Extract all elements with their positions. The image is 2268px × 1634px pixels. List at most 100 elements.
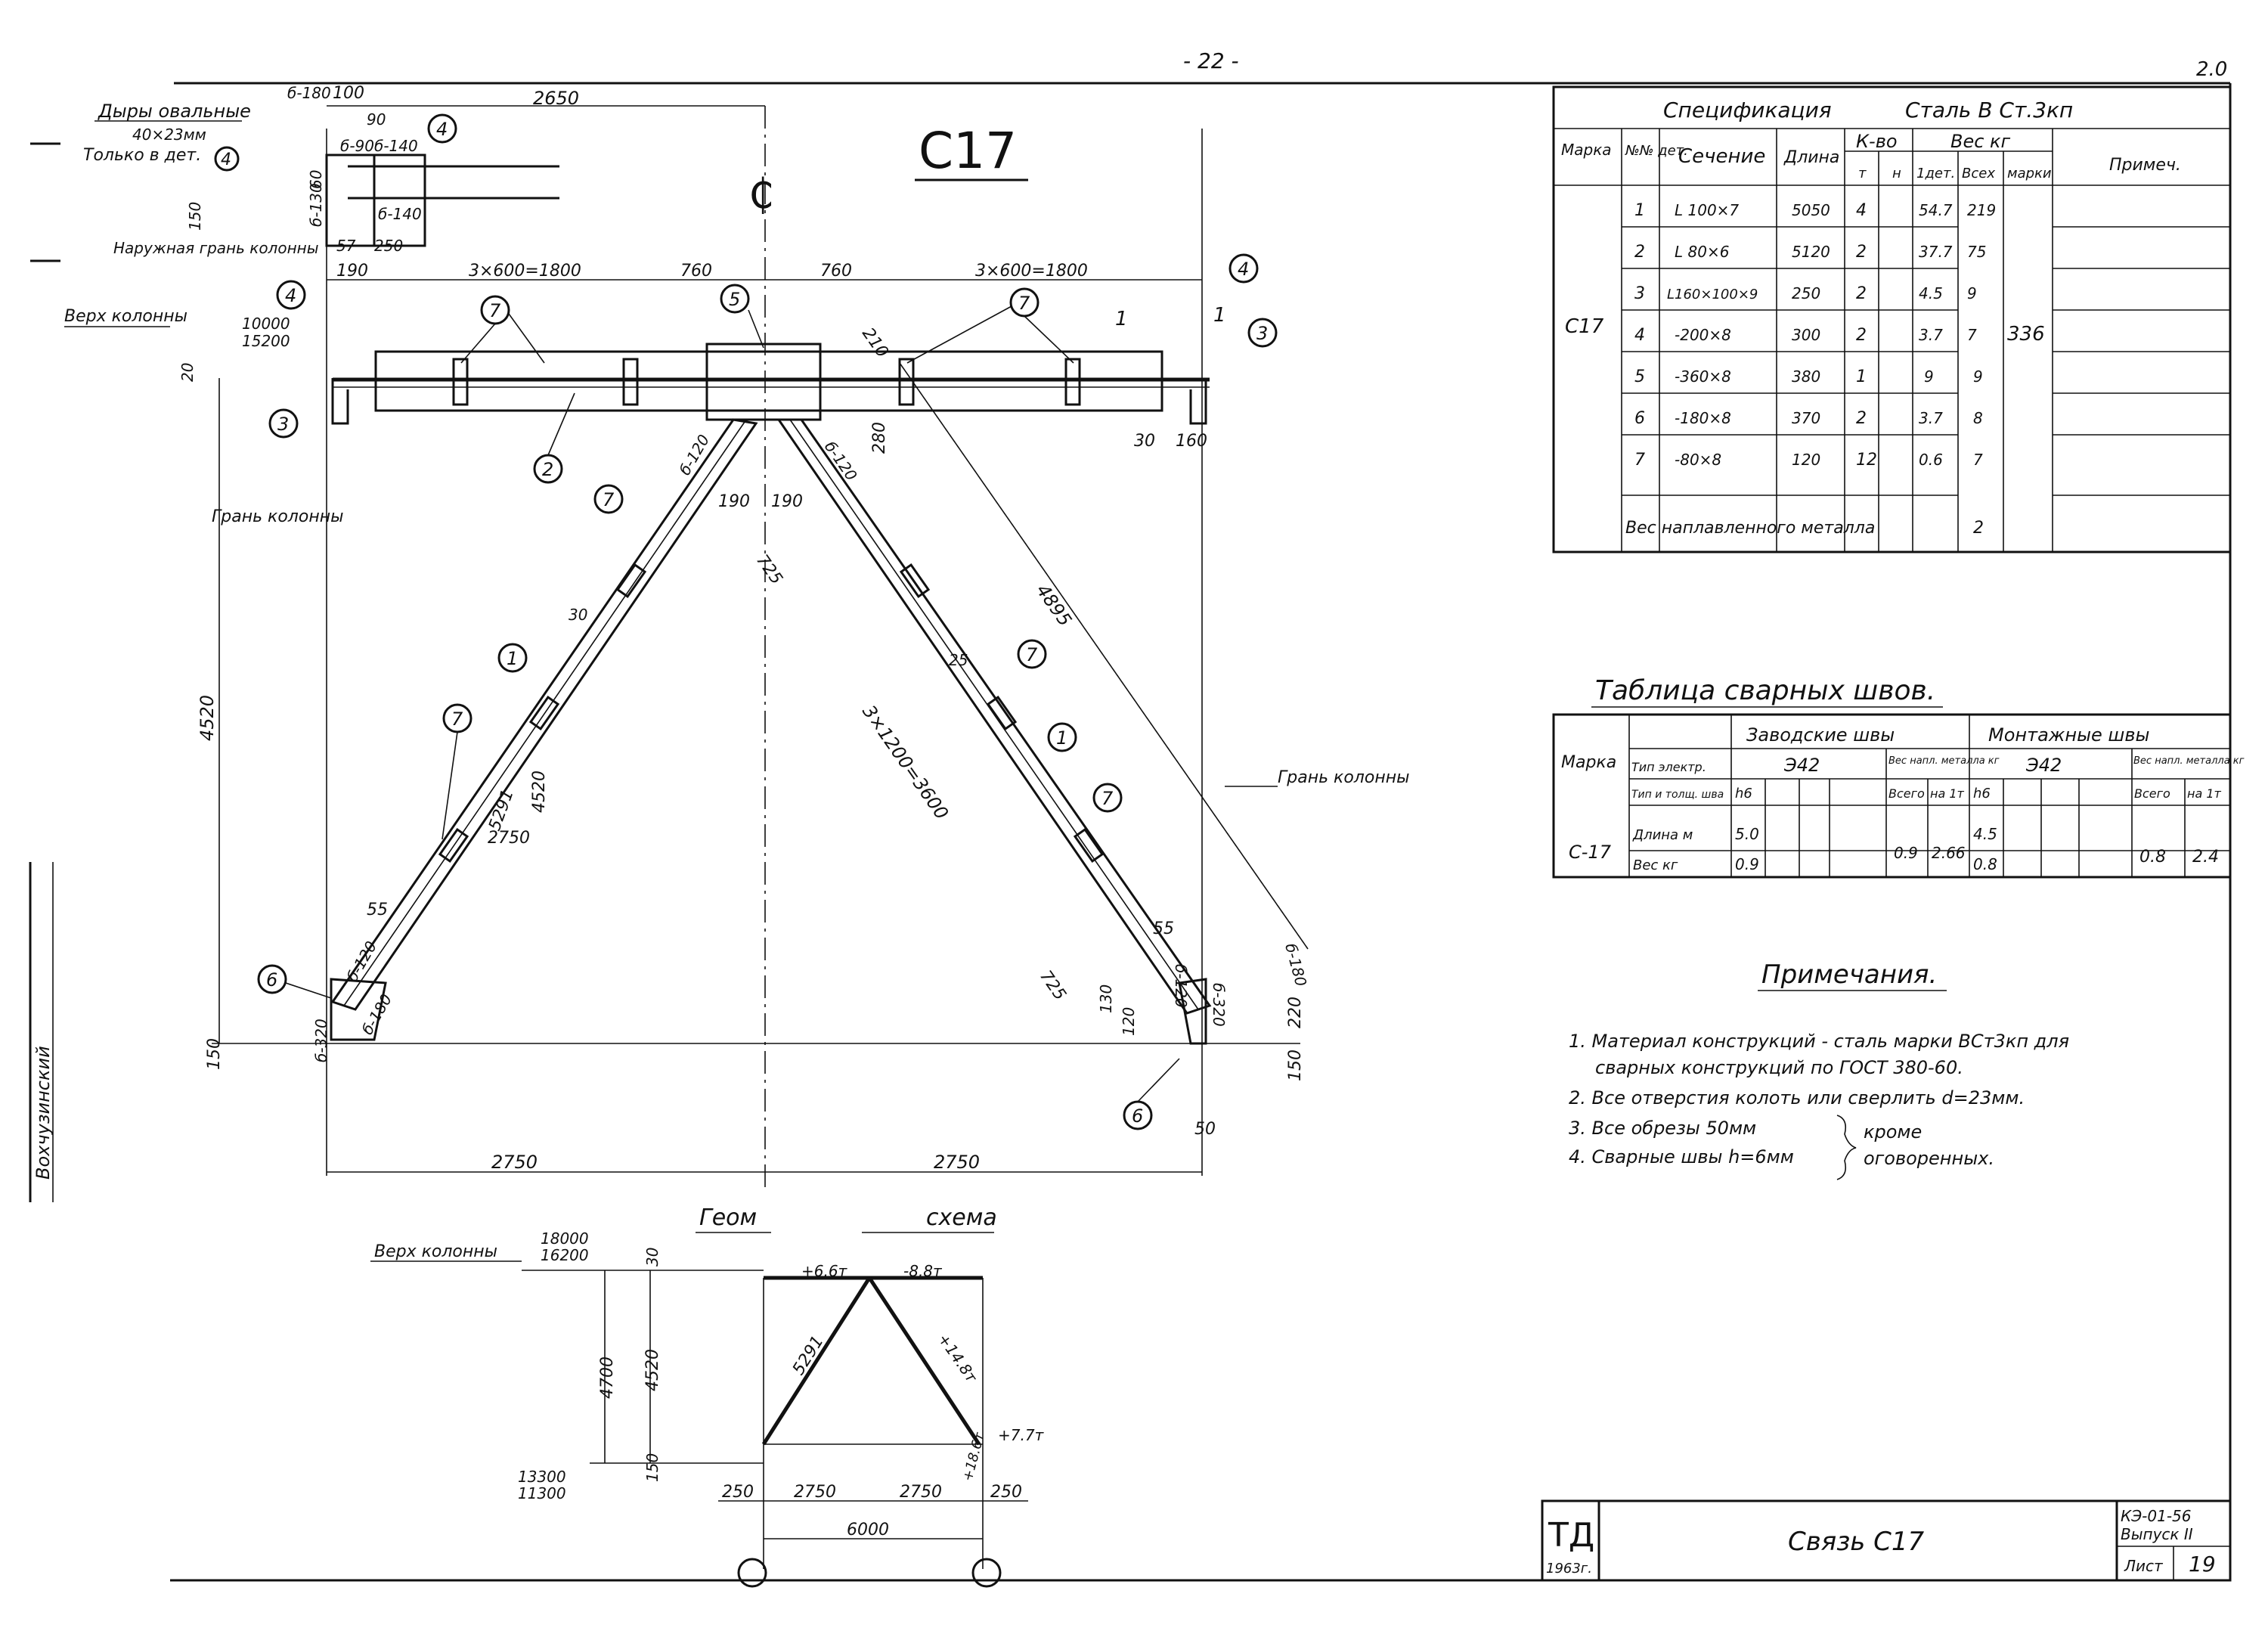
- margin-note: Вохчузинский: [33, 1046, 54, 1180]
- spec-h-no: №№ дет.: [1625, 143, 1688, 159]
- dim-20: 20: [178, 363, 197, 382]
- plate-120a: б-120: [676, 432, 714, 479]
- dim-150: 150: [205, 1038, 224, 1070]
- welds-e42b: Э42: [2025, 755, 2062, 776]
- label-outer-face: Наружная грань колонны: [113, 239, 319, 257]
- dim-2650: 2650: [533, 88, 579, 109]
- scheme-w250a: 250: [722, 1483, 754, 1502]
- scheme-f4: +7.7т: [998, 1426, 1045, 1444]
- svg-text:3.7: 3.7: [1919, 409, 1943, 427]
- scheme-w2750a: 2750: [794, 1483, 836, 1502]
- note-1a: 1. Материал конструкций - сталь марки ВС…: [1569, 1031, 2069, 1052]
- welds-f-total: 0.9: [1894, 844, 1918, 862]
- svg-text:2: 2: [1856, 243, 1867, 262]
- dim-55b: 55: [1153, 919, 1174, 938]
- note-4: 4. Сварные швы h=6мм: [1569, 1146, 1794, 1167]
- svg-text:3: 3: [277, 414, 289, 435]
- center-mark: ₵: [748, 170, 774, 218]
- dim-4520b: 4520: [530, 770, 549, 813]
- dim-3x600: 3×600=1800: [469, 262, 581, 281]
- callout-4-detail: 4: [214, 146, 240, 172]
- svg-text:7: 7: [1026, 644, 1038, 665]
- svg-text:-180×8: -180×8: [1675, 409, 1731, 427]
- note-2: 2. Все отверстия колоть или сверлить d=2…: [1569, 1087, 2025, 1108]
- dim-130: 130: [1097, 984, 1115, 1013]
- svg-text:4: 4: [285, 285, 296, 306]
- spec-row: 1 L 100×7 5050 4 54.7 219: [1634, 201, 1996, 220]
- brace-left: [330, 418, 758, 1011]
- stamp-org: ТД: [1548, 1516, 1594, 1555]
- svg-text:7: 7: [489, 300, 501, 321]
- svg-text:3: 3: [1256, 323, 1268, 344]
- dim-725b: 725: [1036, 967, 1070, 1004]
- scheme-f5: +18.6т: [960, 1431, 988, 1483]
- spec-table: [1552, 85, 2232, 553]
- title-block: [1541, 1499, 2232, 1582]
- welds-h-thickness: Тип и толщ. шва: [1631, 789, 1724, 801]
- svg-text:-200×8: -200×8: [1675, 326, 1731, 344]
- dim-4895: 4895: [1032, 580, 1076, 630]
- dim-2750b: 2750: [934, 1152, 980, 1173]
- dim-760a: 760: [680, 262, 712, 281]
- spec-h-length: Длина: [1783, 148, 1839, 167]
- spec-mark-total: 336: [2007, 323, 2045, 346]
- plate-140: б-140: [374, 137, 418, 155]
- svg-text:1: 1: [1056, 727, 1067, 749]
- svg-text:6: 6: [1634, 409, 1645, 428]
- callout-6-left: 6: [257, 964, 287, 994]
- note-1b: сварных конструкций по ГОСТ 380-60.: [1595, 1057, 1963, 1078]
- dim-30: 30: [1134, 432, 1155, 451]
- note-brace-1: кроме: [1864, 1121, 1922, 1143]
- dim-2750c: 2750: [488, 829, 530, 848]
- callout-3-right: 3: [1247, 318, 1278, 348]
- welds-s-wt: 0.8: [1973, 855, 1997, 873]
- spec-h-section: Сечение: [1678, 145, 1765, 168]
- plate-320b: б-320: [1210, 983, 1228, 1027]
- welds-h-total-a: Всего: [1888, 786, 1925, 801]
- svg-text:1: 1: [507, 648, 518, 669]
- stamp-sheet-no: 19: [2189, 1552, 2216, 1577]
- spec-h-wmark: марки: [2007, 166, 2052, 181]
- svg-text:5120: 5120: [1792, 243, 1830, 261]
- dim-150c: 150: [186, 202, 204, 231]
- welds-e42a: Э42: [1783, 755, 1820, 776]
- stamp-sheet-label: Лист: [2124, 1557, 2164, 1575]
- dim-55a: 55: [367, 901, 388, 919]
- scheme-w2750b: 2750: [900, 1483, 942, 1502]
- spacer-plate: [438, 827, 469, 864]
- svg-text:2: 2: [1856, 326, 1867, 345]
- end-angle-right: [1189, 378, 1207, 425]
- spacer-plate: [986, 695, 1018, 731]
- plate-320a: б-320: [312, 1019, 330, 1062]
- spec-row: 5 -360×8 380 1 9 9: [1634, 367, 1983, 386]
- spacer-plate: [1064, 358, 1081, 406]
- dim-25: 25: [949, 651, 968, 669]
- notes-brace: [1836, 1115, 1857, 1180]
- support-left-icon: [737, 1558, 767, 1588]
- dim-725a: 725: [752, 551, 786, 588]
- leader: [508, 313, 545, 364]
- scheme-title-2: схема: [926, 1205, 997, 1231]
- welds-h-site: Монтажные швы: [1988, 724, 2149, 746]
- weld-table: [1552, 713, 2232, 879]
- spec-row: 4 -200×8 300 2 3.7 7: [1634, 326, 1977, 345]
- welds-h-electrode: Тип электр.: [1631, 760, 1706, 774]
- svg-text:5050: 5050: [1792, 201, 1830, 219]
- callout-1-left: 1: [497, 643, 528, 673]
- welds-h-pert-a: на 1т: [1930, 786, 1965, 801]
- dim-160: 160: [1176, 432, 1207, 451]
- callout-7-top-right: 7: [1009, 287, 1040, 318]
- spec-row: 7 -80×8 120 12 0.6 7: [1634, 451, 1983, 470]
- svg-text:L160×100×9: L160×100×9: [1667, 287, 1758, 302]
- corner-mark: 2.0: [2196, 58, 2227, 81]
- leader: [460, 323, 496, 364]
- svg-text:7: 7: [451, 708, 463, 730]
- support-right-icon: [971, 1558, 1002, 1588]
- welds-h-total-b: Всего: [2134, 786, 2170, 801]
- detail-4-outline: [325, 153, 426, 247]
- spec-h-qty: К-во: [1856, 131, 1898, 152]
- spec-title-right: Сталь В Ст.3кп: [1905, 98, 2073, 122]
- svg-text:2: 2: [542, 459, 553, 480]
- spec-weld-label: Вес наплавленного металла: [1625, 519, 1875, 538]
- spacer-plate: [1073, 827, 1105, 864]
